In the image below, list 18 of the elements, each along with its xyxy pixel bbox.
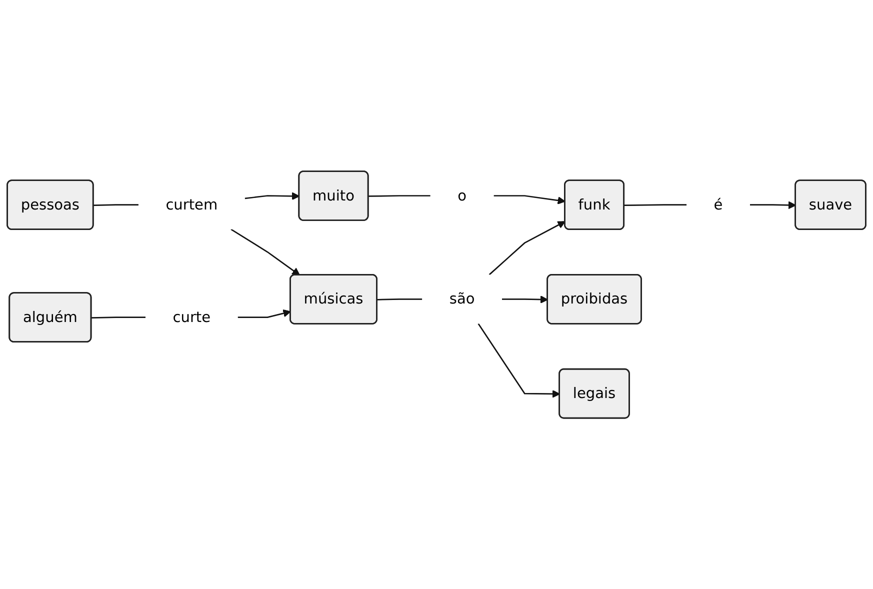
connector (624, 204, 687, 206)
connector (94, 204, 138, 206)
arrow (750, 201, 796, 209)
connector (377, 298, 422, 300)
node-text: são (449, 290, 475, 308)
arrow (488, 220, 566, 276)
arrow (502, 295, 548, 304)
arrow (478, 323, 560, 398)
arrow (230, 228, 300, 276)
connector (91, 316, 146, 318)
node-text: curtem (166, 196, 218, 213)
arrow (238, 309, 291, 318)
node-text: o (458, 186, 466, 204)
connector (368, 194, 430, 197)
arrow (494, 194, 566, 204)
arrow (244, 192, 300, 200)
node-text: curte (172, 308, 211, 326)
node-text: é (714, 196, 723, 213)
